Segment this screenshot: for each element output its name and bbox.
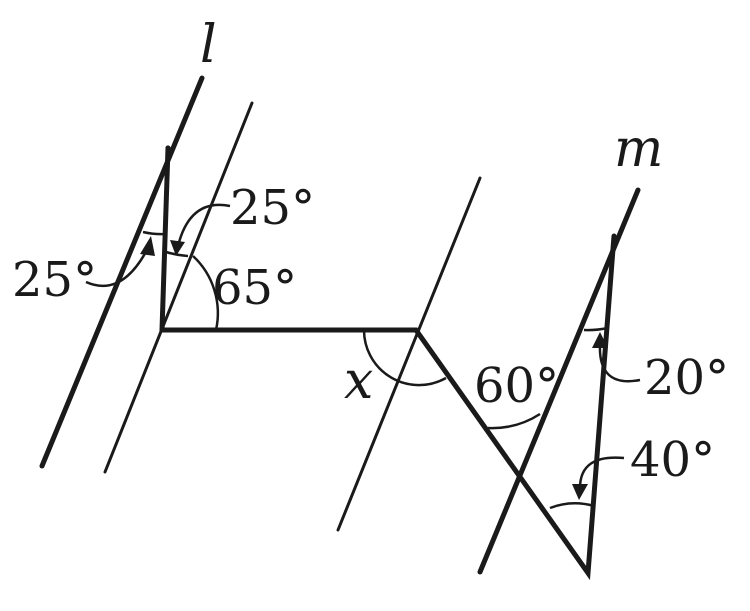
parallel-line-2 — [336, 176, 482, 532]
arrowhead-20 — [592, 332, 608, 348]
label-angle-65: 65° — [212, 260, 297, 316]
arc-25-left — [142, 230, 167, 236]
label-angle-60: 60° — [474, 358, 559, 414]
arrowhead-25-top — [170, 240, 185, 256]
arrowhead-40 — [572, 484, 588, 500]
arc-x — [362, 329, 447, 387]
leader-20 — [598, 343, 641, 383]
arc-25-top — [165, 250, 189, 258]
label-angle-40: 40° — [630, 432, 715, 488]
arc-40 — [549, 502, 595, 510]
label-angle-20: 20° — [644, 350, 729, 406]
leader-25-top — [176, 203, 231, 247]
leader-25-left — [85, 247, 150, 288]
label-line-m: m — [614, 119, 663, 179]
arrowhead-25-left — [140, 236, 155, 256]
line-l — [39, 75, 205, 469]
label-angle-25-top: 25° — [230, 180, 315, 236]
arc-60 — [487, 412, 541, 430]
arc-65 — [192, 255, 220, 331]
leader-40 — [578, 456, 625, 489]
label-line-l: l — [200, 15, 217, 75]
parallel-line-1 — [103, 101, 254, 474]
label-angle-x: x — [344, 351, 373, 411]
arc-20 — [583, 326, 609, 332]
label-angle-25-left: 25° — [12, 252, 97, 308]
